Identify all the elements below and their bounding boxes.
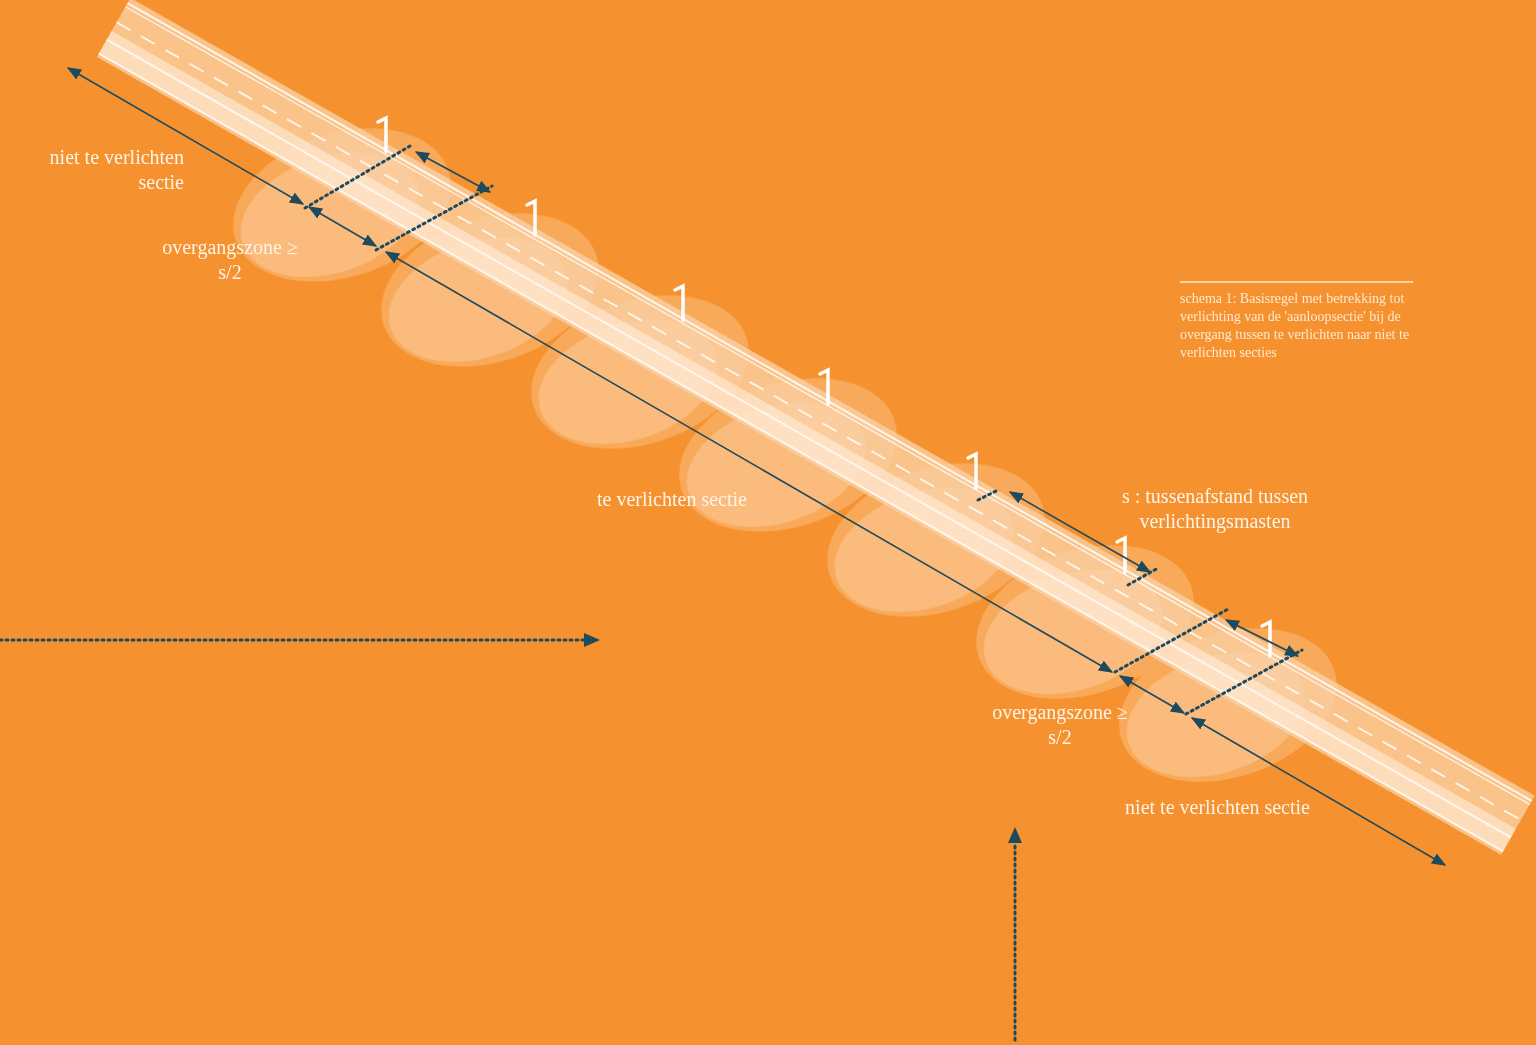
figure-caption: schema 1: Basisregel met betrekking tot …	[1180, 290, 1418, 362]
section-label: niet te verlichten sectie	[4, 145, 184, 195]
dimension-lines	[68, 68, 1445, 865]
caption-rule	[1180, 281, 1413, 283]
road	[97, 0, 1535, 855]
section-label: niet te verlichten sectie	[1125, 795, 1310, 820]
pointer-head	[1008, 827, 1022, 843]
dotted-guides	[0, 146, 1302, 1040]
zone-label: overgangszone ≥ s/2	[990, 700, 1130, 750]
pointer-head	[584, 633, 600, 647]
spacing-label: s : tussenafstand tussen verlichtingsmas…	[1088, 484, 1342, 534]
lamp-posts	[378, 118, 1270, 656]
zone-label: overgangszone ≥ s/2	[160, 235, 300, 285]
section-label: te verlichten sectie	[597, 487, 837, 512]
